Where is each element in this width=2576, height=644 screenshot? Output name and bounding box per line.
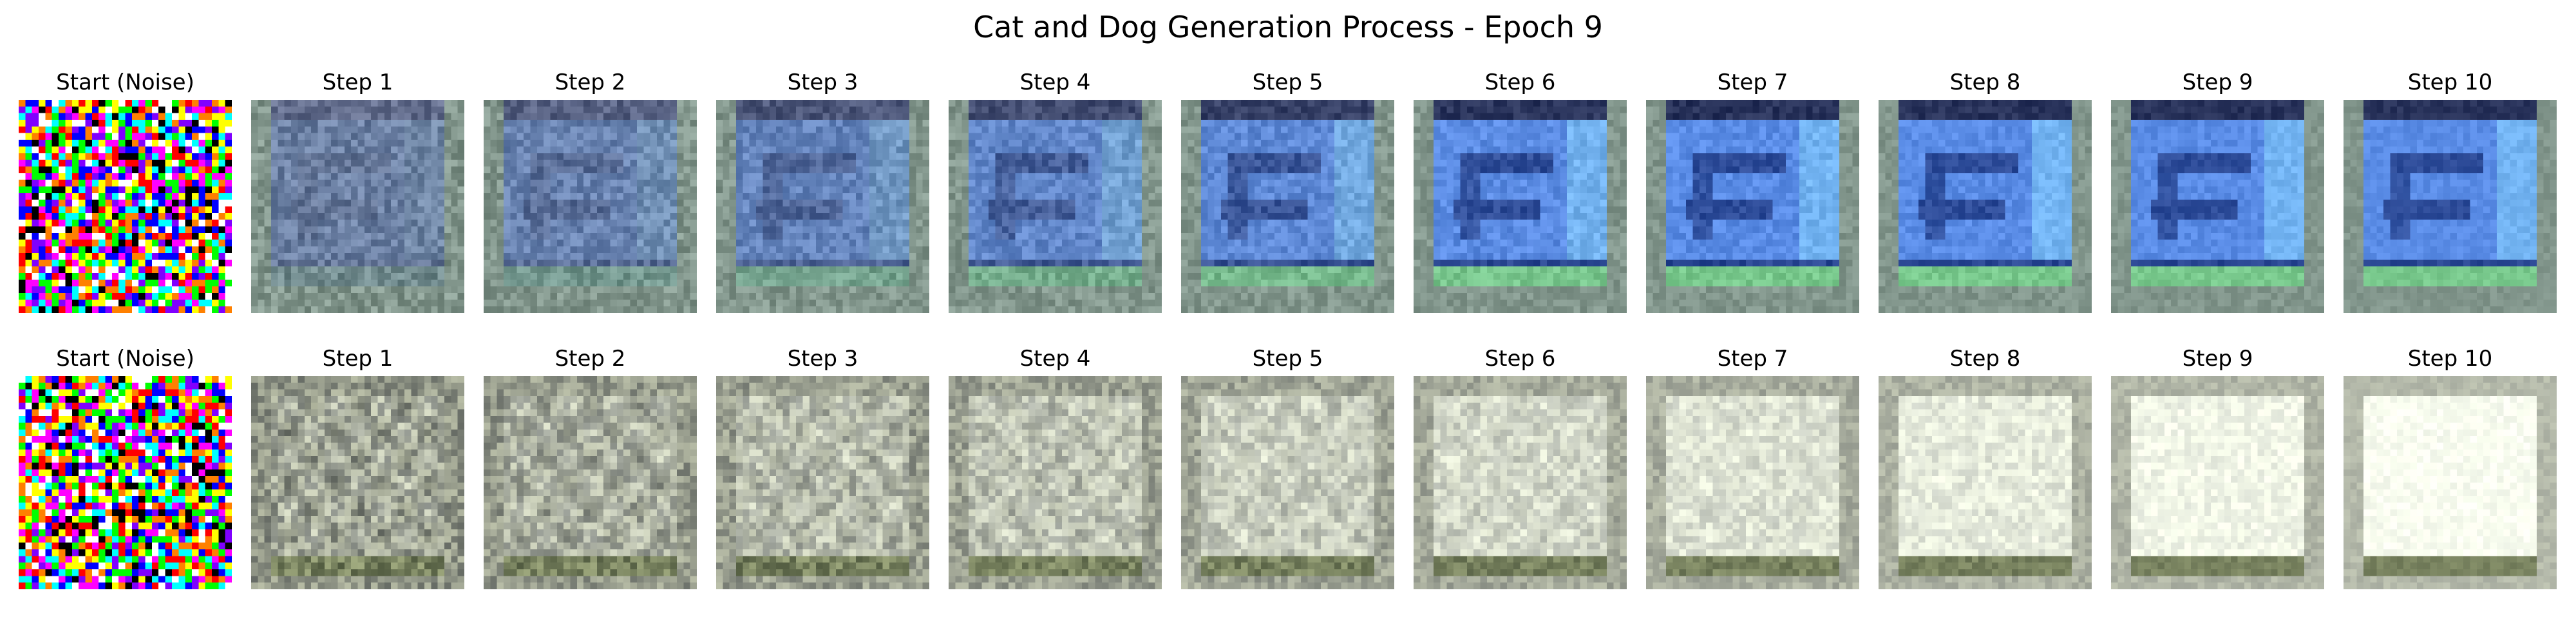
panel-title: Step 6 bbox=[1484, 346, 1556, 372]
panel-title: Step 4 bbox=[1019, 346, 1091, 372]
panel-title: Step 10 bbox=[2407, 70, 2493, 95]
generated-image bbox=[1646, 100, 1859, 313]
generated-image bbox=[1414, 100, 1627, 313]
generated-image bbox=[1414, 376, 1627, 589]
generated-image bbox=[1879, 100, 2092, 313]
generated-image bbox=[716, 100, 929, 313]
generated-image bbox=[1879, 376, 2092, 589]
panel-title: Step 7 bbox=[1717, 70, 1788, 95]
generated-image bbox=[2111, 376, 2324, 589]
generated-image bbox=[2344, 376, 2557, 589]
figure-title: Cat and Dog Generation Process - Epoch 9 bbox=[973, 10, 1603, 44]
panel-title: Step 5 bbox=[1252, 70, 1323, 95]
generated-image bbox=[251, 376, 464, 589]
generated-image bbox=[1646, 376, 1859, 589]
generated-image bbox=[251, 100, 464, 313]
generated-image bbox=[949, 376, 1162, 589]
generated-image bbox=[2344, 100, 2557, 313]
generated-image bbox=[2111, 100, 2324, 313]
generated-image bbox=[716, 376, 929, 589]
noise-image bbox=[19, 376, 232, 589]
panel-title: Step 8 bbox=[1949, 70, 2021, 95]
panel-title: Step 6 bbox=[1484, 70, 1556, 95]
panel-title: Start (Noise) bbox=[56, 346, 194, 372]
panel-title: Step 1 bbox=[322, 346, 393, 372]
panel-title: Step 7 bbox=[1717, 346, 1788, 372]
generated-image bbox=[484, 376, 697, 589]
panel-title: Step 8 bbox=[1949, 346, 2021, 372]
generated-image bbox=[1181, 376, 1394, 589]
panel-title: Step 2 bbox=[554, 346, 626, 372]
panel-title: Step 9 bbox=[2182, 346, 2253, 372]
panel-title: Step 10 bbox=[2407, 346, 2493, 372]
panel-title: Step 5 bbox=[1252, 346, 1323, 372]
panel-title: Step 9 bbox=[2182, 70, 2253, 95]
panel-title: Step 2 bbox=[554, 70, 626, 95]
generated-image bbox=[484, 100, 697, 313]
panel-title: Step 3 bbox=[787, 70, 858, 95]
generated-image bbox=[949, 100, 1162, 313]
panel-title: Step 3 bbox=[787, 346, 858, 372]
generated-image bbox=[1181, 100, 1394, 313]
panel-title: Step 4 bbox=[1019, 70, 1091, 95]
panel-title: Start (Noise) bbox=[56, 70, 194, 95]
panel-title: Step 1 bbox=[322, 70, 393, 95]
noise-image bbox=[19, 100, 232, 313]
